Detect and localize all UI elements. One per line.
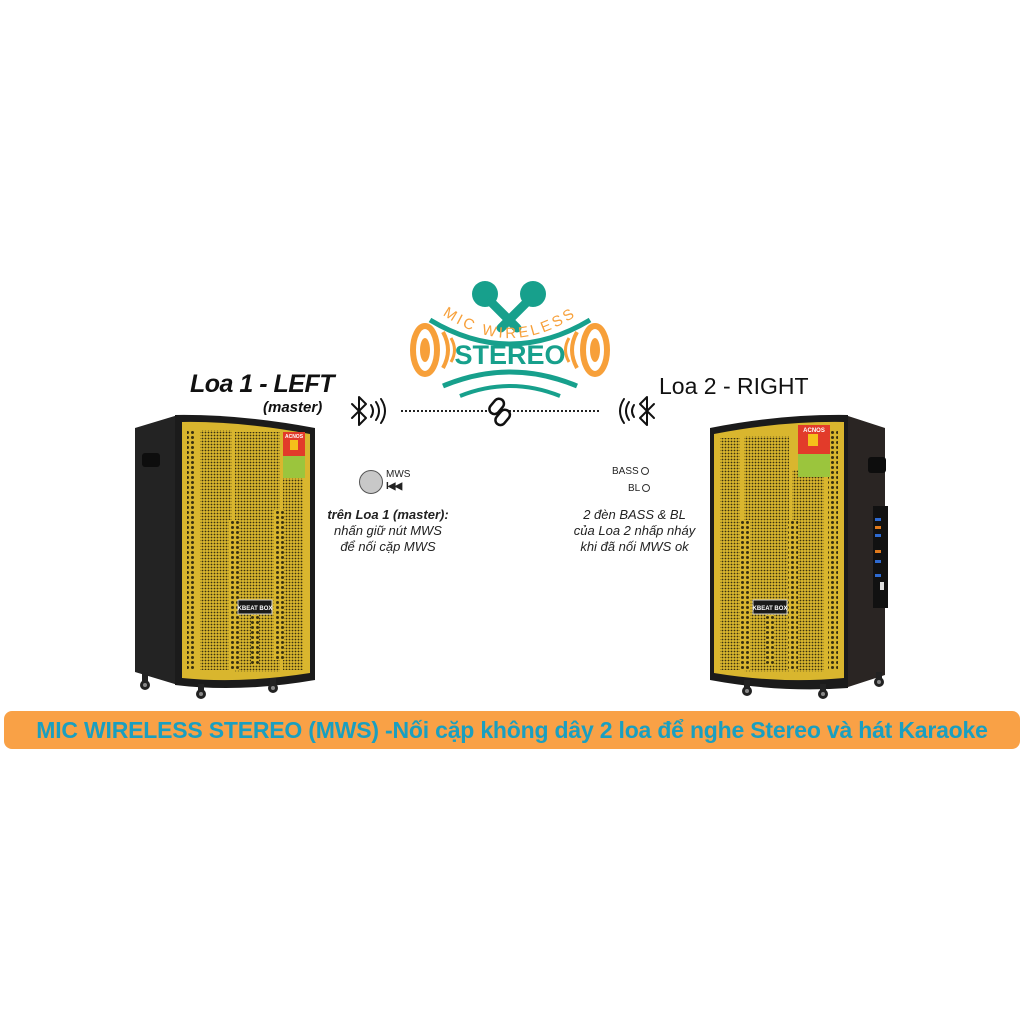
- svg-text:ACNOS: ACNOS: [803, 428, 825, 434]
- bass-led-icon: [640, 467, 649, 476]
- bass-label: BASS: [612, 466, 639, 477]
- left-speaker-title: Loa 1 - LEFT: [190, 370, 335, 398]
- link-icon: [488, 397, 512, 427]
- mic-wireless-stereo-logo: MIC WIRELESS STEREO: [405, 268, 615, 398]
- mws-button[interactable]: [359, 470, 383, 494]
- svg-text:STEREO: STEREO: [454, 340, 565, 370]
- right-speaker-title: Loa 2 - RIGHT: [659, 373, 809, 399]
- right-caption-line1: 2 đèn BASS & BL: [583, 507, 686, 522]
- speaker-left-icon: [410, 323, 456, 377]
- banner-text: MIC WIRELESS STEREO (MWS) -Nối cặp không…: [36, 716, 988, 743]
- previous-track-icon: I◀◀: [386, 481, 402, 492]
- svg-text:KBEAT BOX: KBEAT BOX: [753, 606, 788, 612]
- bluetooth-signal-icon-right: [619, 396, 655, 426]
- title-banner: MIC WIRELESS STEREO (MWS) -Nối cặp không…: [4, 711, 1020, 749]
- bl-label: BL: [628, 483, 641, 494]
- bluetooth-signal-icon-left: [351, 396, 386, 426]
- connection-line: [346, 392, 666, 436]
- svg-text:ACNOS: ACNOS: [285, 434, 304, 440]
- bl-led-icon: [642, 484, 651, 493]
- left-speaker-subtitle: (master): [263, 399, 323, 416]
- left-caption-line1: trên Loa 1 (master):: [327, 507, 449, 522]
- left-caption-line3: để nối cặp MWS: [340, 539, 436, 554]
- mws-button-label: MWS: [386, 469, 411, 480]
- right-caption-line3: khi đã nối MWS ok: [580, 539, 689, 554]
- left-caption: trên Loa 1 (master): nhấn giữ nút MWS để…: [308, 507, 468, 555]
- left-caption-line2: nhấn giữ nút MWS: [334, 523, 442, 538]
- microphone-icon: [472, 281, 546, 333]
- svg-text:KBEAT BOX: KBEAT BOX: [238, 606, 273, 612]
- right-caption: 2 đèn BASS & BL của Loa 2 nhấp nháy khi …: [552, 507, 717, 555]
- right-speaker-image: ACNOS KBEAT BOX: [700, 410, 900, 700]
- bl-indicator: BL: [628, 483, 651, 495]
- left-speaker-image: ACNOS KBEAT BOX: [120, 410, 320, 700]
- right-caption-line2: của Loa 2 nhấp nháy: [573, 523, 696, 538]
- bass-indicator: BASS: [612, 466, 649, 478]
- speaker-right-icon: [564, 323, 610, 377]
